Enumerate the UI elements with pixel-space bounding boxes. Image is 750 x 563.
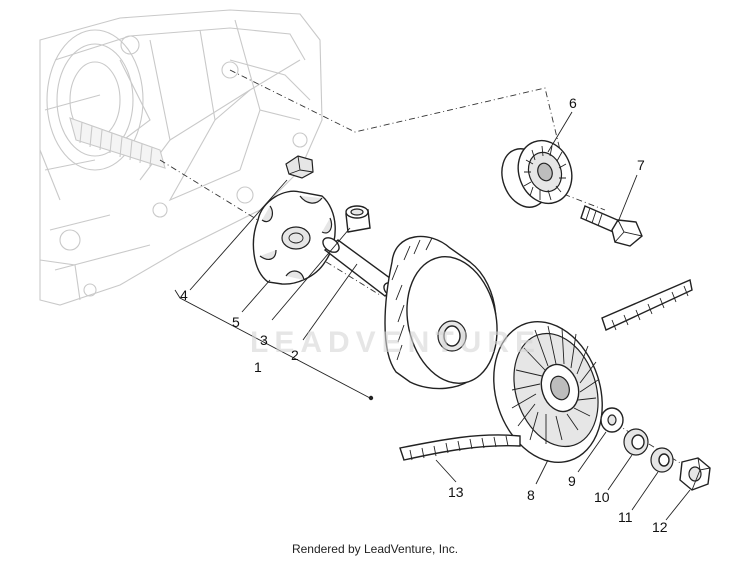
callout-7: 7 (637, 157, 645, 173)
callout-5: 5 (232, 314, 240, 330)
watermark: LEADVENTURE (250, 326, 541, 359)
part-11-washer (650, 447, 674, 473)
callout-3: 3 (260, 332, 268, 348)
callout-2: 2 (291, 347, 299, 363)
crankshaft-ghost (69, 117, 166, 169)
part-9-washer (600, 407, 624, 433)
part-6-idler-pulley (501, 139, 573, 208)
callout-12: 12 (652, 519, 668, 535)
part-5-ramp-plate (252, 190, 336, 285)
callout-4: 4 (180, 287, 188, 303)
part-12-hex-nut (679, 457, 711, 491)
callout-8: 8 (527, 487, 535, 503)
render-credit: Rendered by LeadVenture, Inc. (291, 542, 459, 556)
part-4-collar (285, 155, 314, 179)
callout-11: 11 (618, 509, 633, 525)
callout-13: 13 (448, 484, 464, 500)
bracket-dot (368, 395, 374, 401)
part-3-bushing (345, 205, 371, 233)
crankcase-housing-ghost (39, 9, 323, 306)
callout-1: 1 (254, 359, 262, 375)
callout-10: 10 (594, 489, 610, 505)
part-10-spring-washer (623, 428, 649, 456)
callout-labels: 1 2 3 4 5 6 7 8 9 10 11 12 13 (180, 95, 668, 535)
part-1-drive-pulley (384, 235, 498, 390)
callout-9: 9 (568, 473, 576, 489)
part-7-bolt (580, 205, 643, 247)
callout-6: 6 (569, 95, 577, 111)
part-13-drive-belt (399, 279, 693, 461)
leader-lines (174, 111, 691, 521)
part-8-fan-pulley (493, 320, 603, 464)
